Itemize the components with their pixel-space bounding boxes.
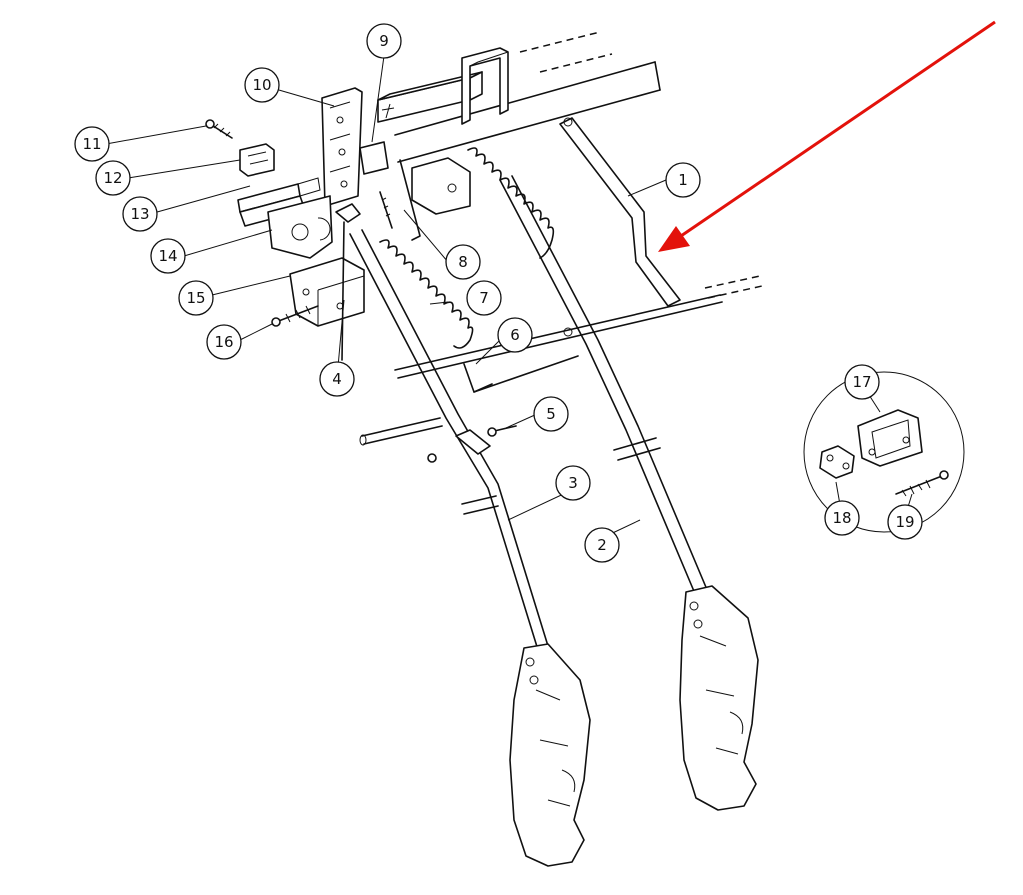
callout-17: 17: [844, 364, 880, 400]
svg-text:10: 10: [252, 76, 271, 94]
callout-19: 19: [887, 504, 923, 540]
nut-lower: [427, 453, 437, 463]
svg-text:2: 2: [597, 536, 607, 554]
shoe-left: [509, 643, 591, 867]
svg-text:1: 1: [678, 171, 688, 189]
block-9: [359, 141, 389, 175]
rod-8: [379, 159, 421, 241]
u-bracket-top: [461, 47, 509, 125]
bolt-16: [271, 305, 319, 327]
upper-frame-rail: [394, 31, 661, 163]
bolt-5: [487, 425, 517, 437]
cross-shaft: [359, 417, 443, 446]
spring-upper: [467, 147, 555, 259]
svg-text:15: 15: [186, 289, 205, 307]
arm-1: [559, 117, 681, 307]
svg-text:3: 3: [568, 474, 578, 492]
callout-18: 18: [824, 500, 860, 536]
svg-text:5: 5: [546, 405, 556, 423]
callout-16: 16: [206, 324, 242, 360]
callout-2: 2: [584, 527, 620, 563]
callout-4: 4: [319, 361, 355, 397]
callout-14: 14: [150, 238, 186, 274]
callout-12: 12: [95, 160, 131, 196]
detail-inset: [803, 371, 965, 533]
pivot-4: [335, 203, 361, 361]
svg-text:8: 8: [458, 253, 468, 271]
svg-text:17: 17: [852, 373, 871, 391]
svg-text:6: 6: [510, 326, 520, 344]
plate-14: [267, 195, 333, 259]
clamp-plate-10: [321, 87, 363, 207]
leader-lines: [105, 55, 913, 539]
svg-text:19: 19: [895, 513, 914, 531]
svg-text:11: 11: [82, 135, 101, 153]
bracket-right-upper: [411, 157, 471, 215]
callout-3: 3: [555, 465, 591, 501]
svg-text:7: 7: [479, 289, 489, 307]
svg-text:18: 18: [832, 509, 851, 527]
shoe-right: [679, 585, 759, 811]
bracket-15: [289, 257, 365, 327]
svg-text:12: 12: [103, 169, 122, 187]
clamp-block-12: [239, 143, 275, 177]
hook-6: [463, 355, 579, 393]
lower-frame-rail: [394, 275, 763, 379]
callout-1: 1: [665, 162, 701, 198]
arm-3: [349, 229, 549, 651]
callout-11: 11: [74, 126, 110, 162]
spring-7: [379, 239, 474, 349]
bolt-11: [205, 119, 233, 139]
svg-text:14: 14: [158, 247, 177, 265]
callout-6: 6: [497, 317, 533, 353]
callout-13: 13: [122, 196, 158, 232]
svg-text:16: 16: [214, 333, 233, 351]
callout-9: 9: [366, 23, 402, 59]
highlight-arrow: [658, 20, 996, 252]
callout-5: 5: [533, 396, 569, 432]
callout-10: 10: [244, 67, 280, 103]
callout-8: 8: [445, 244, 481, 280]
callout-15: 15: [178, 280, 214, 316]
arm-2: [499, 175, 709, 597]
callout-7: 7: [466, 280, 502, 316]
svg-text:4: 4: [332, 370, 342, 388]
svg-text:9: 9: [379, 32, 389, 50]
svg-text:13: 13: [130, 205, 149, 223]
